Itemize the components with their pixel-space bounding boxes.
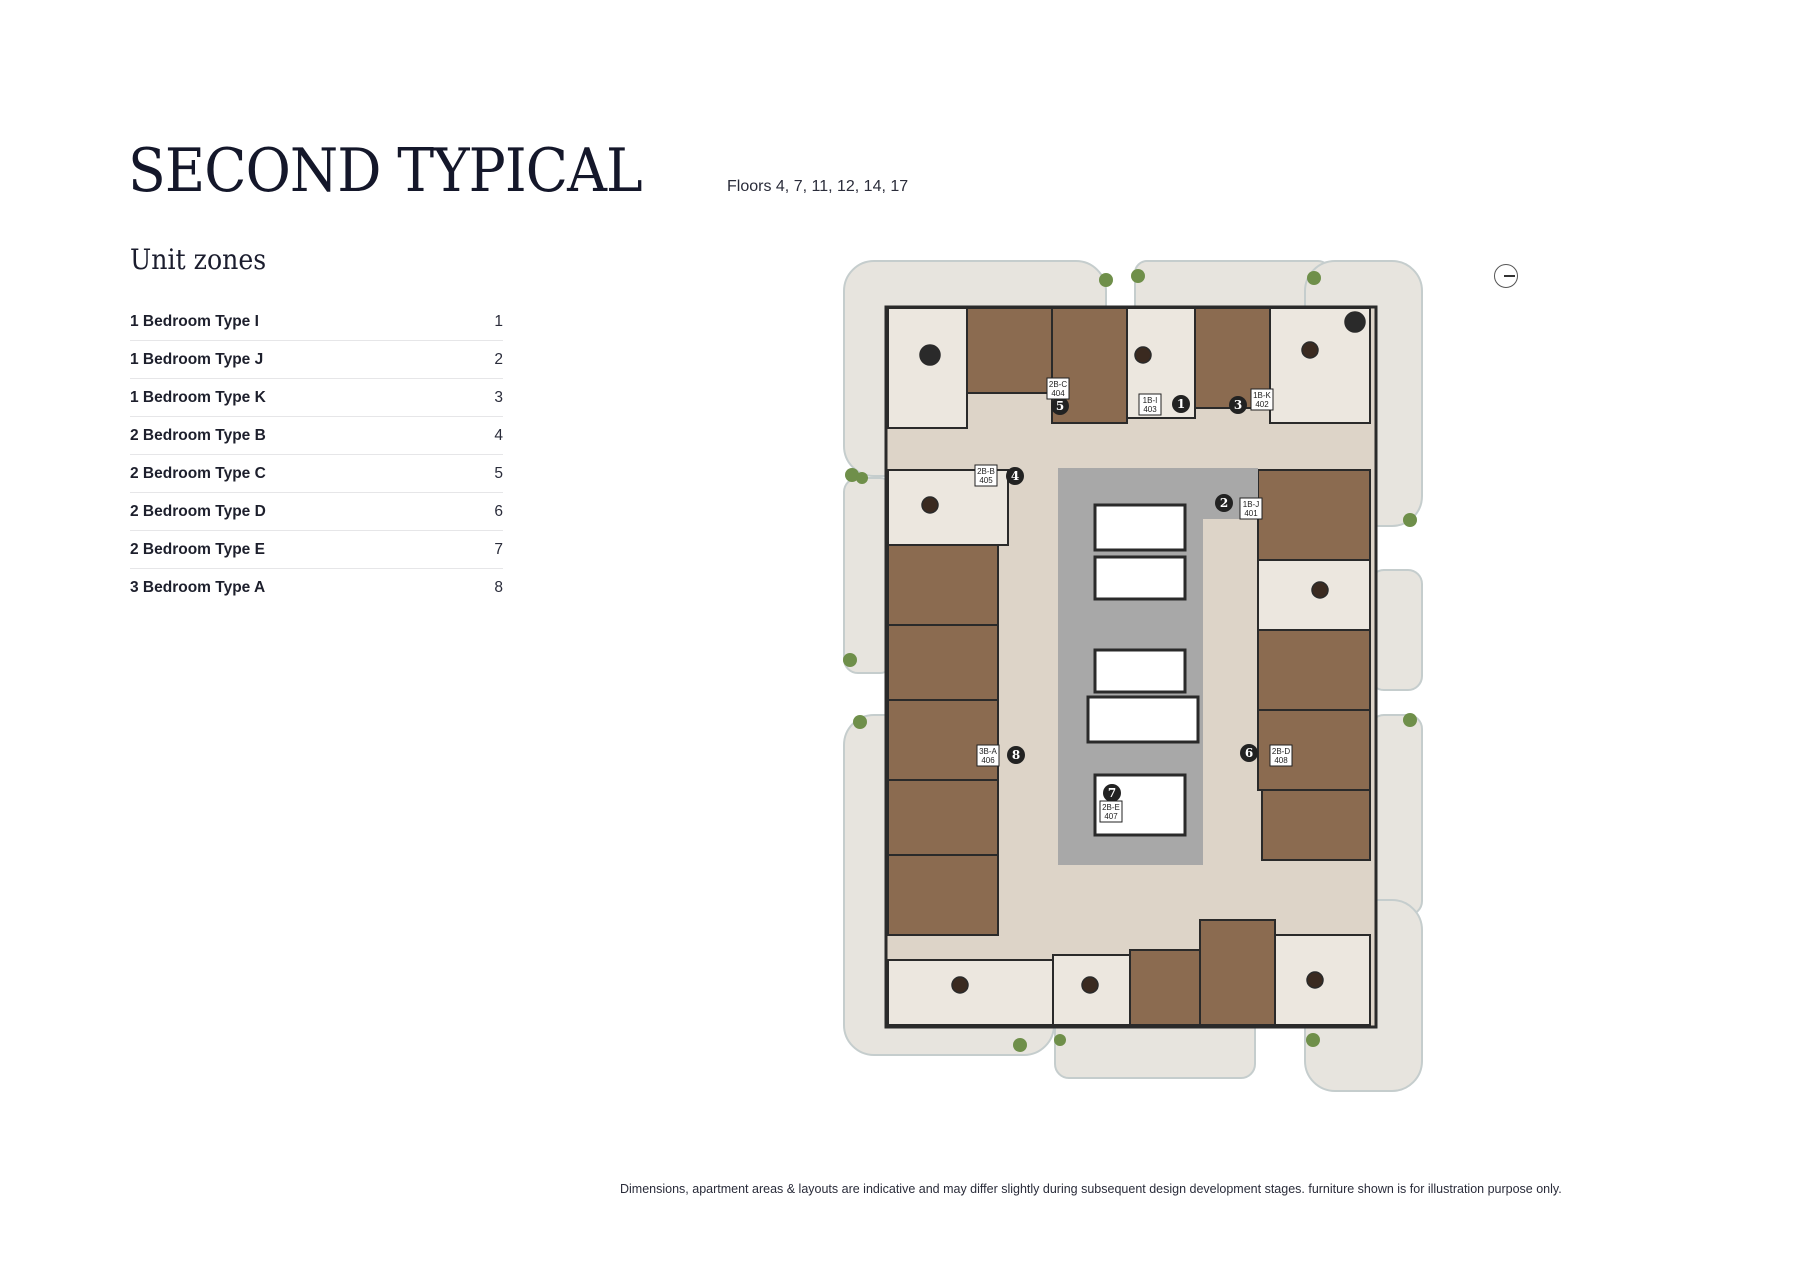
list-item: 1 Bedroom Type J 2 bbox=[130, 341, 503, 379]
zone-name: 1 Bedroom Type J bbox=[130, 350, 264, 368]
svg-text:404: 404 bbox=[1051, 389, 1065, 398]
marker-number: 8 bbox=[1012, 748, 1020, 762]
unit-marker-3[interactable]: 3 bbox=[1229, 396, 1247, 414]
disclaimer: Dimensions, apartment areas & layouts ar… bbox=[620, 1182, 1562, 1196]
zone-name: 1 Bedroom Type K bbox=[130, 388, 266, 406]
svg-text:2B-E: 2B-E bbox=[1102, 803, 1120, 812]
svg-text:401: 401 bbox=[1244, 509, 1258, 518]
page-title: SECOND TYPICAL bbox=[128, 136, 643, 206]
svg-text:405: 405 bbox=[979, 476, 993, 485]
unit-marker-6[interactable]: 6 bbox=[1240, 744, 1258, 762]
zone-name: 2 Bedroom Type B bbox=[130, 426, 266, 444]
marker-number: 3 bbox=[1234, 398, 1242, 412]
svg-text:2B-B: 2B-B bbox=[977, 467, 995, 476]
zone-number: 3 bbox=[494, 388, 503, 406]
svg-text:1B-J: 1B-J bbox=[1243, 500, 1259, 509]
unit-marker-2[interactable]: 2 bbox=[1215, 494, 1233, 512]
svg-text:403: 403 bbox=[1143, 405, 1157, 414]
unit-marker-8[interactable]: 8 bbox=[1007, 746, 1025, 764]
svg-text:3B-A: 3B-A bbox=[979, 747, 997, 756]
marker-number: 4 bbox=[1011, 469, 1019, 483]
unit-marker-4[interactable]: 4 bbox=[1006, 467, 1024, 485]
zone-name: 2 Bedroom Type C bbox=[130, 464, 266, 482]
marker-number: 7 bbox=[1108, 786, 1116, 800]
list-item: 1 Bedroom Type I 1 bbox=[130, 303, 503, 341]
zone-number: 6 bbox=[494, 502, 503, 520]
unit-markers: 1 2 3 4 5 6 7 8 bbox=[1006, 395, 1258, 802]
zone-name: 3 Bedroom Type A bbox=[130, 578, 266, 596]
building-core bbox=[1058, 468, 1258, 865]
list-item: 3 Bedroom Type A 8 bbox=[130, 569, 503, 606]
marker-number: 5 bbox=[1056, 399, 1064, 413]
north-arrow-icon bbox=[1494, 264, 1518, 288]
zone-number: 8 bbox=[494, 578, 503, 596]
list-item: 2 Bedroom Type B 4 bbox=[130, 417, 503, 455]
list-item: 1 Bedroom Type K 3 bbox=[130, 379, 503, 417]
list-item: 2 Bedroom Type E 7 bbox=[130, 531, 503, 569]
svg-text:408: 408 bbox=[1274, 756, 1288, 765]
marker-number: 1 bbox=[1177, 397, 1185, 411]
unit-marker-5[interactable]: 5 bbox=[1051, 397, 1069, 415]
zone-name: 2 Bedroom Type D bbox=[130, 502, 266, 520]
zone-number: 5 bbox=[494, 464, 503, 482]
unit-zones-heading: Unit zones bbox=[130, 243, 267, 276]
svg-text:406: 406 bbox=[981, 756, 995, 765]
zone-name: 2 Bedroom Type E bbox=[130, 540, 265, 558]
zone-number: 7 bbox=[494, 540, 503, 558]
planters bbox=[843, 269, 1417, 1052]
marker-number: 6 bbox=[1245, 746, 1253, 760]
unit-zones-list: 1 Bedroom Type I 1 1 Bedroom Type J 2 1 Be… bbox=[130, 303, 503, 606]
list-item: 2 Bedroom Type C 5 bbox=[130, 455, 503, 493]
svg-text:1B-I: 1B-I bbox=[1143, 396, 1158, 405]
zone-name: 1 Bedroom Type I bbox=[130, 312, 259, 330]
svg-text:1B-K: 1B-K bbox=[1253, 391, 1271, 400]
zone-number: 1 bbox=[494, 312, 503, 330]
marker-number: 2 bbox=[1220, 496, 1228, 510]
svg-text:2B-C: 2B-C bbox=[1049, 380, 1067, 389]
unit-marker-1[interactable]: 1 bbox=[1172, 395, 1190, 413]
list-item: 2 Bedroom Type D 6 bbox=[130, 493, 503, 531]
svg-text:2B-D: 2B-D bbox=[1272, 747, 1290, 756]
svg-text:402: 402 bbox=[1255, 400, 1269, 409]
floors-list: Floors 4, 7, 11, 12, 14, 17 bbox=[727, 178, 909, 195]
zone-number: 2 bbox=[494, 350, 503, 368]
zone-number: 4 bbox=[494, 426, 503, 444]
unit-marker-7[interactable]: 7 bbox=[1103, 784, 1121, 802]
svg-text:407: 407 bbox=[1104, 812, 1118, 821]
